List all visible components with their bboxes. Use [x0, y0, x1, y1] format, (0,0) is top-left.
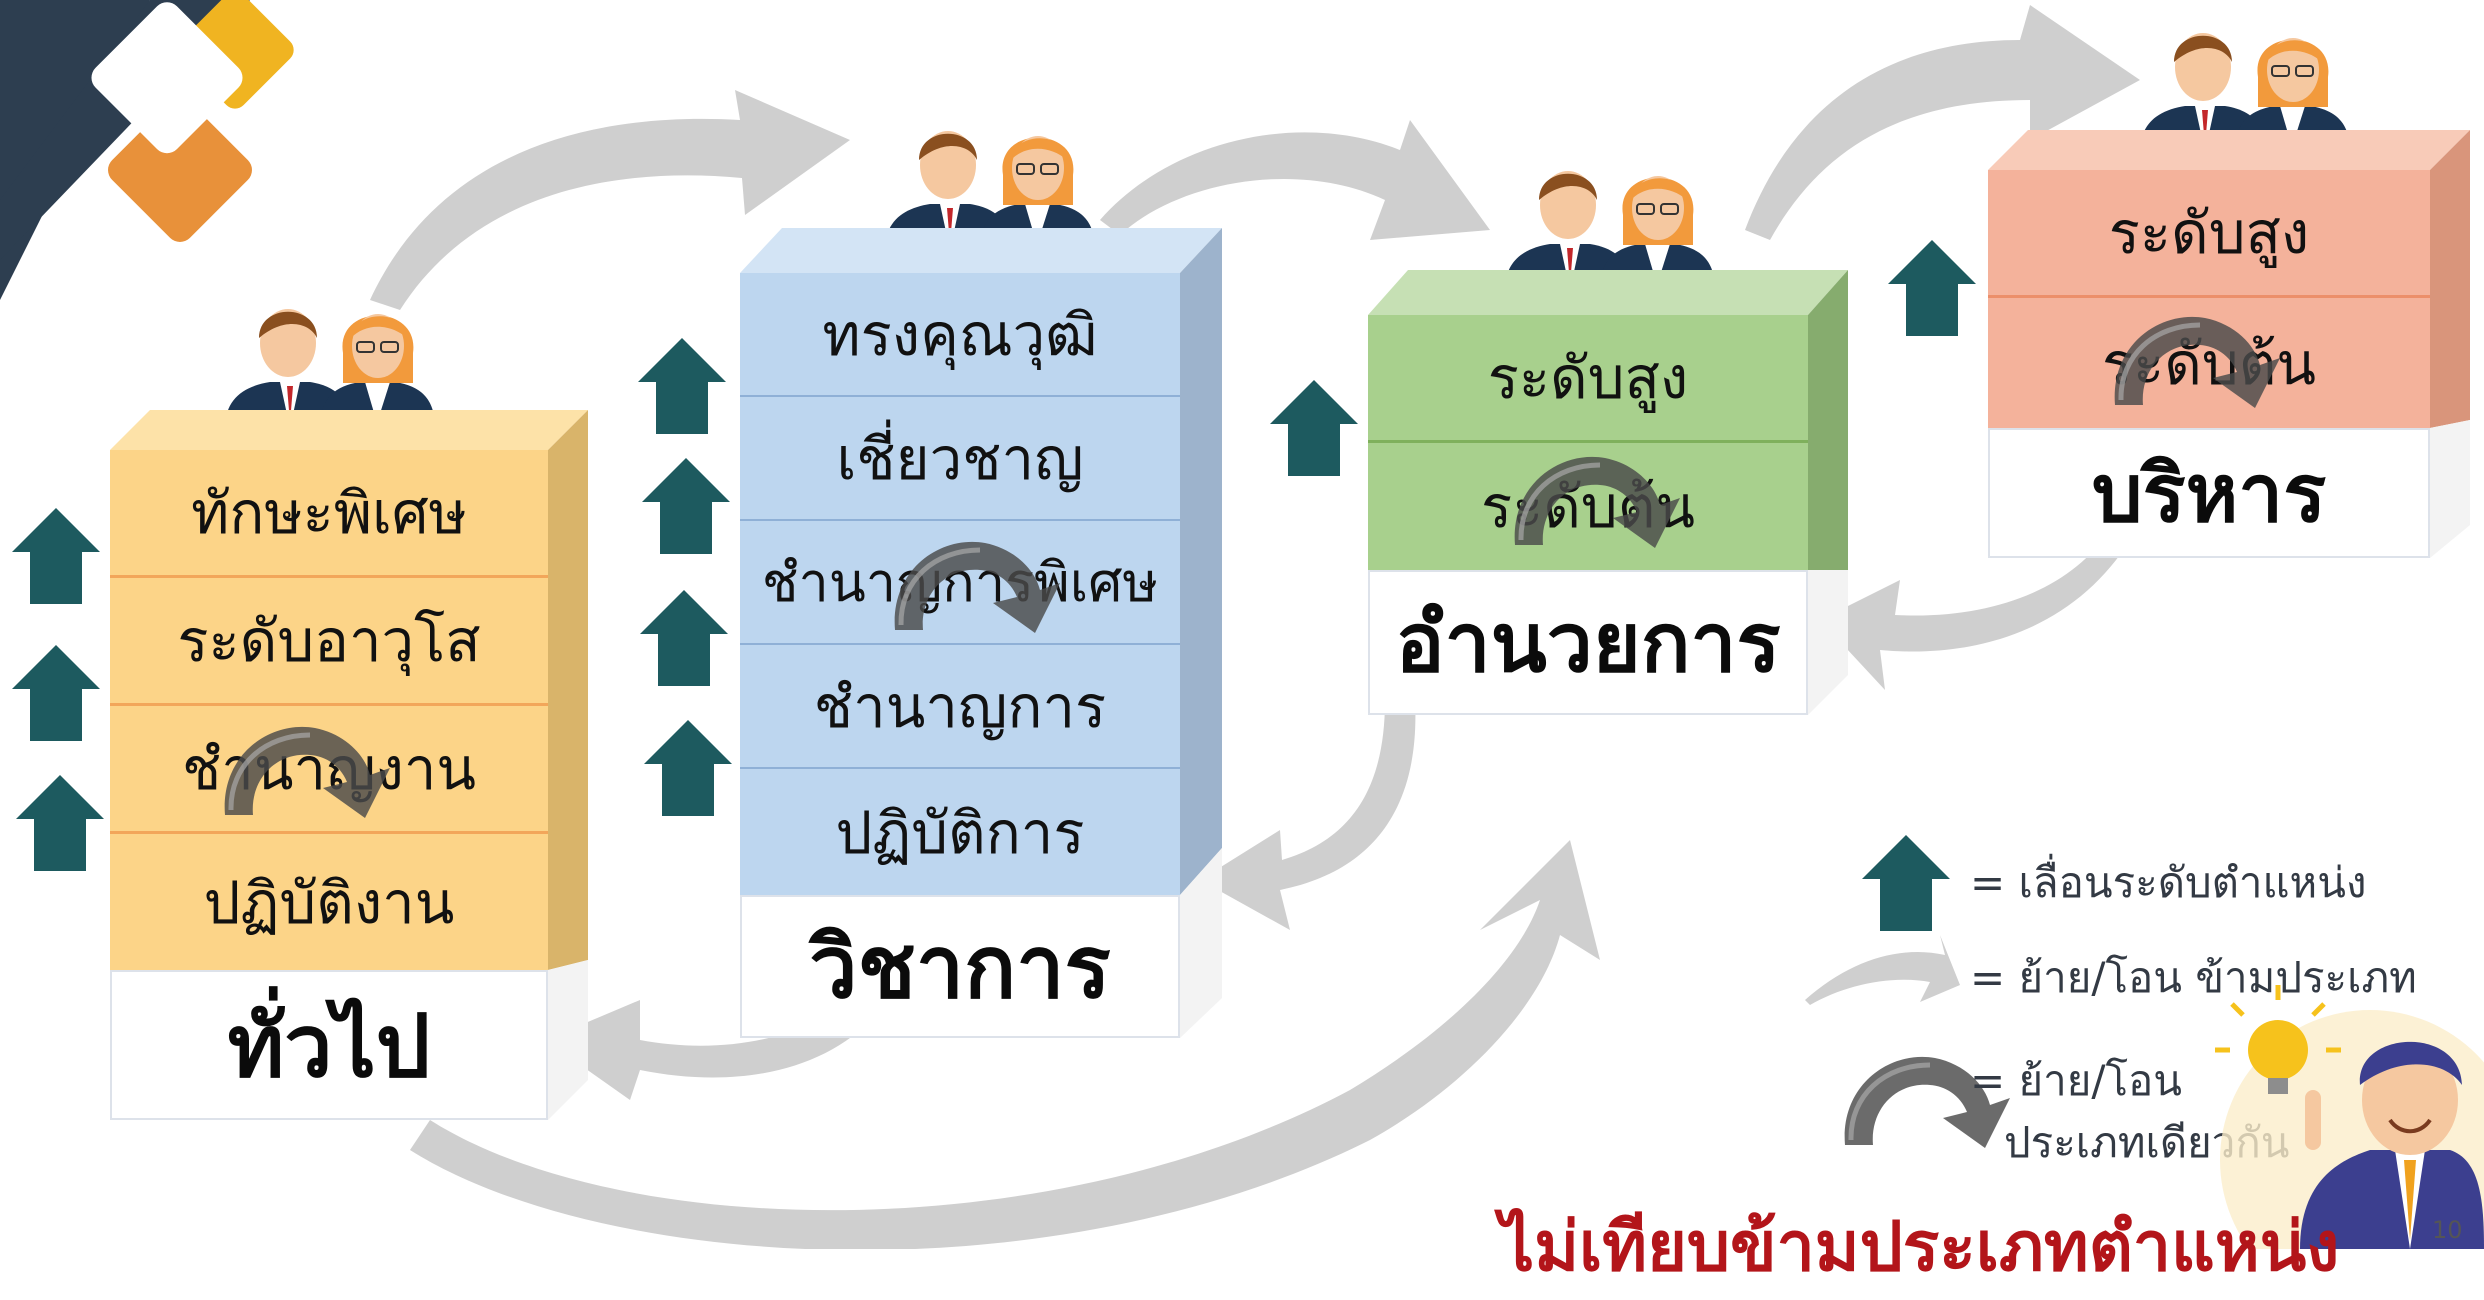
group-base-label: บริหาร: [1988, 428, 2430, 558]
level-label: ระดับสูง: [1368, 315, 1808, 443]
same-type-arrows: [0, 0, 2484, 1249]
stack-general: ทักษะพิเศษ ระดับอาวุโส ชำนาญงาน ปฏิบัติง…: [110, 410, 590, 1120]
legend-cross-transfer-text: = ย้าย/โอน ข้ามประเภท: [1970, 953, 2417, 1002]
stack-executive: ระดับสูง ระดับต้น บริหาร: [1988, 130, 2470, 558]
level-label: ระดับสูง: [1988, 170, 2430, 298]
group-base-label: ทั่วไป: [110, 970, 548, 1120]
level-label: ระดับอาวุโส: [110, 578, 548, 706]
stack-side-face: [1808, 270, 1848, 715]
level-label: ทรงคุณวุฒิ: [740, 273, 1180, 397]
curved-transfer-arrow-icon: [1805, 935, 1960, 1005]
footer-note: ไม่เทียบข้ามประเภทตำแหน่ง: [1500, 1208, 2340, 1287]
stack-top-face: [1988, 130, 2470, 170]
level-label: ชำนาญการ: [740, 645, 1180, 769]
stack-director: ระดับสูง ระดับต้น อำนวยการ: [1368, 270, 1848, 715]
level-label: ทักษะพิเศษ: [110, 450, 548, 578]
lightbulb-icon: [2215, 985, 2341, 1094]
transfer-arrows: [370, 5, 2140, 1249]
stack-side-face: [548, 410, 588, 1120]
level-label: เชี่ยวชาญ: [740, 397, 1180, 521]
corner-decoration: [0, 0, 294, 300]
legend-same-transfer-text: = ย้าย/โอน: [1970, 1056, 2182, 1105]
level-label: ปฏิบัติงาน: [110, 834, 548, 970]
stack-top-face: [110, 410, 588, 450]
stack-top-face: [1368, 270, 1848, 315]
stack-side-face: [1180, 228, 1222, 1038]
stack-side-face: [2430, 130, 2470, 558]
legend-promote-text: = เลื่อนระดับตำแหน่ง: [1970, 858, 2367, 907]
businessman-illustration: [2215, 985, 2484, 1249]
page-number: 10: [2432, 1216, 2463, 1244]
group-base-label: วิชาการ: [740, 895, 1180, 1038]
stack-top-face: [740, 228, 1222, 273]
group-base-label: อำนวยการ: [1368, 570, 1808, 715]
level-label: ปฏิบัติการ: [740, 769, 1180, 895]
